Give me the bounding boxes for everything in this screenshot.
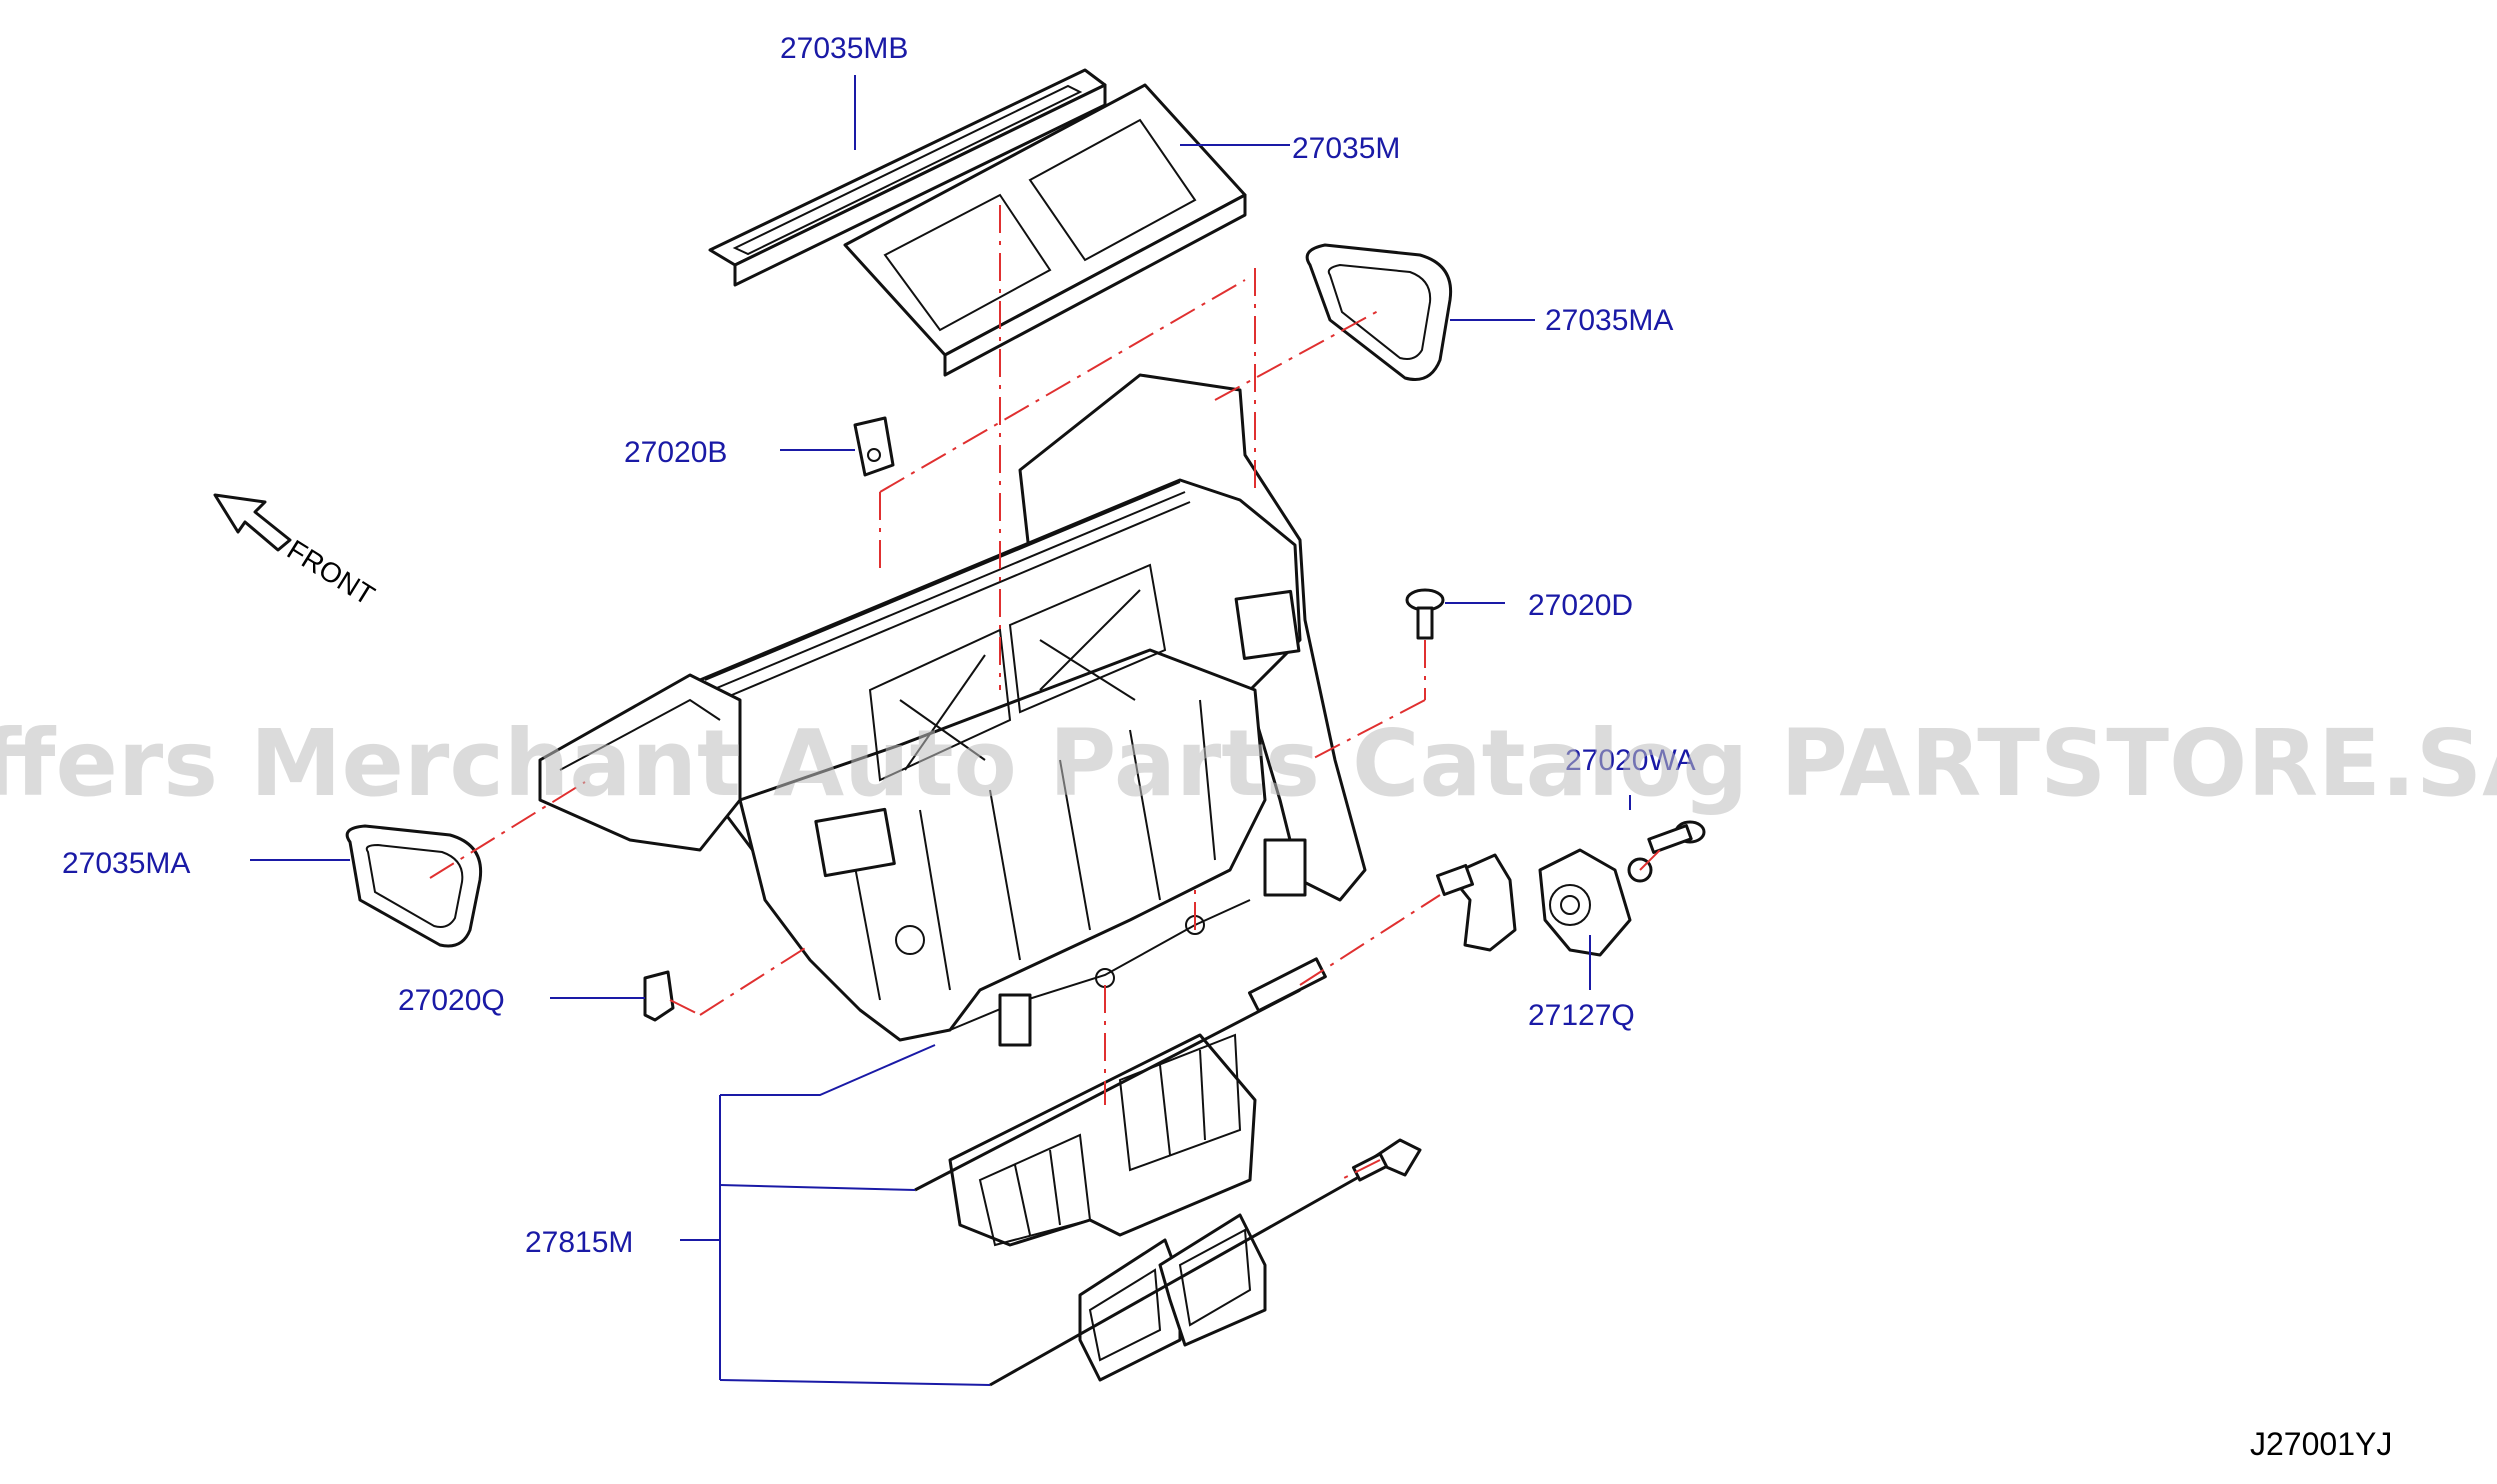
part-label-27815m[interactable]: 27815M	[525, 1226, 633, 1259]
part-label-27035mb[interactable]: 27035MB	[780, 32, 908, 65]
watermark: Offers Merchant Auto Parts Catalog PARTS…	[0, 710, 2497, 817]
gasket-27035ma-left[interactable]	[345, 824, 483, 948]
part-label-27035m[interactable]: 27035M	[1292, 132, 1400, 165]
part-label-27020wa[interactable]: 27020WA	[1565, 744, 1696, 777]
front-direction-indicator: FRONT	[213, 493, 380, 611]
part-label-27020q[interactable]: 27020Q	[398, 984, 505, 1017]
actuator-27127q[interactable]	[1435, 848, 1653, 957]
part-label-27035ma-left[interactable]: 27035MA	[62, 847, 190, 880]
part-label-27020d[interactable]: 27020D	[1528, 589, 1633, 622]
front-label: FRONT	[282, 534, 380, 611]
screw-27020wa[interactable]	[1647, 820, 1706, 854]
heater-unit-housing[interactable]	[538, 373, 1367, 1047]
filter-frame-27035mb[interactable]	[708, 68, 1107, 287]
gasket-27035ma-right[interactable]	[1305, 243, 1453, 381]
part-label-27127q[interactable]: 27127Q	[1528, 999, 1635, 1032]
clip-27020b[interactable]	[853, 416, 895, 477]
screw-27020d[interactable]	[1405, 588, 1445, 640]
part-number-labels: 27035MB 27035M 27035MA 27020B 27020D 270…	[62, 32, 1696, 1259]
clip-27020q[interactable]	[643, 970, 675, 1022]
label-leaders	[250, 75, 1631, 1386]
diagram-code: J27001YJ	[2250, 1426, 2392, 1462]
front-arrow-icon	[213, 493, 292, 552]
mode-door-27815m[interactable]	[914, 957, 1422, 1387]
filter-frame-27035m[interactable]	[843, 83, 1247, 377]
part-label-27035ma-right[interactable]: 27035MA	[1545, 304, 1673, 337]
part-label-27020b[interactable]: 27020B	[624, 436, 727, 469]
alignment-centerlines	[429, 205, 1661, 1181]
